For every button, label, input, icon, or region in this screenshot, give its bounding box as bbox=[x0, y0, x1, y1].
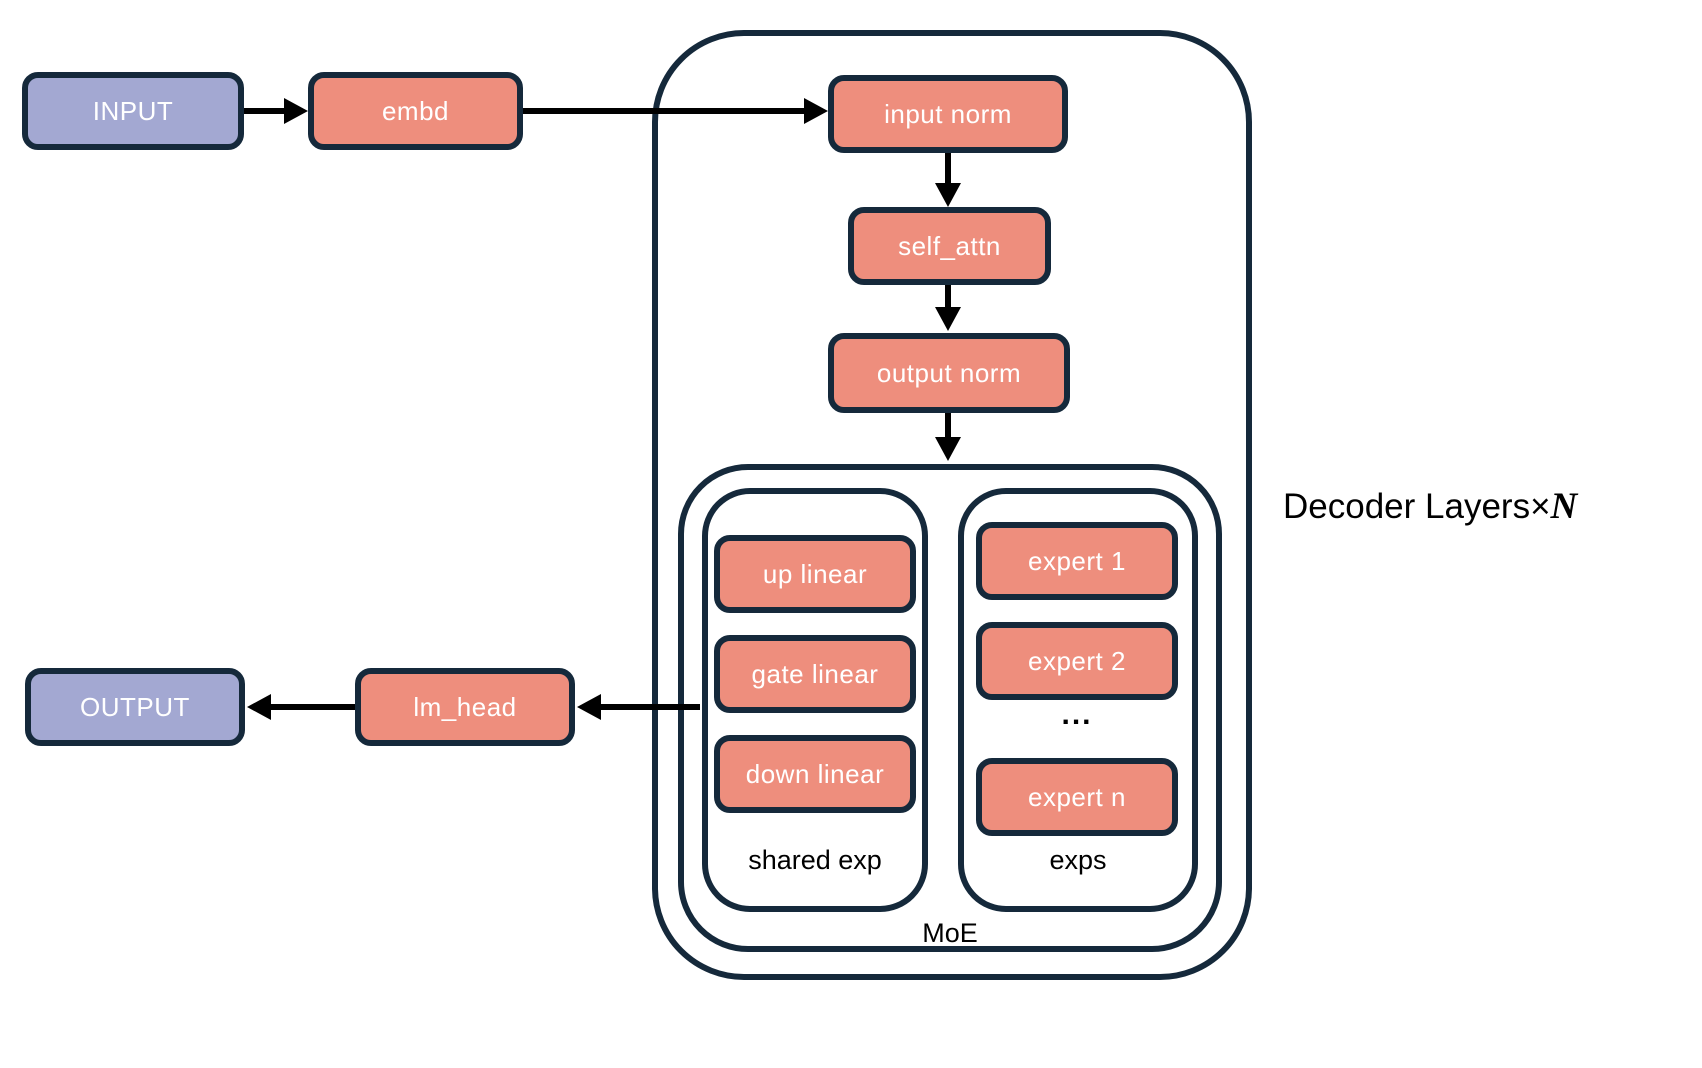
expert-2-node-label: expert 2 bbox=[1028, 645, 1126, 676]
input-norm-node: input norm bbox=[828, 75, 1068, 153]
output-norm-node: output norm bbox=[828, 333, 1070, 413]
expert-1-node: expert 1 bbox=[976, 522, 1178, 600]
n-symbol: N bbox=[1550, 486, 1578, 527]
lm-head-node: lm_head bbox=[355, 668, 575, 746]
down-linear-node: down linear bbox=[714, 735, 916, 813]
down-linear-node-label: down linear bbox=[745, 758, 885, 789]
moe-label: MoE bbox=[922, 918, 978, 948]
output-norm-node-label: output norm bbox=[876, 357, 1022, 388]
up-linear-node: up linear bbox=[714, 535, 916, 613]
input-node-label: INPUT bbox=[92, 95, 174, 126]
lm-head-node-label: lm_head bbox=[413, 691, 517, 722]
exps-container bbox=[958, 488, 1198, 912]
embd-node-label: embd bbox=[381, 95, 450, 126]
expert-n-node-label: expert n bbox=[1028, 781, 1126, 812]
gate-linear-node: gate linear bbox=[714, 635, 916, 713]
input-norm-node-label: input norm bbox=[884, 98, 1012, 129]
expert-2-node: expert 2 bbox=[976, 622, 1178, 700]
self-attn-node-label: self_attn bbox=[898, 230, 1001, 261]
decoder-layers-annotation: Decoder Layers×N bbox=[1283, 485, 1577, 528]
self-attn-node: self_attn bbox=[848, 207, 1051, 285]
exps-label: exps bbox=[1049, 845, 1107, 875]
up-linear-node-label: up linear bbox=[762, 558, 868, 589]
output-node-label: OUTPUT bbox=[80, 691, 190, 722]
expert-1-node-label: expert 1 bbox=[1028, 545, 1126, 576]
times-symbol: × bbox=[1530, 487, 1551, 526]
shared-exp-container bbox=[702, 488, 928, 912]
decoder-layers-container bbox=[652, 30, 1252, 980]
input-node: INPUT bbox=[22, 72, 244, 150]
decoder-layers-text: Decoder Layers bbox=[1283, 487, 1531, 526]
expert-n-node: expert n bbox=[976, 758, 1178, 836]
output-node: OUTPUT bbox=[25, 668, 245, 746]
embd-node: embd bbox=[308, 72, 523, 150]
shared-exp-label: shared exp bbox=[748, 845, 882, 875]
experts-ellipsis: ... bbox=[1061, 698, 1093, 731]
gate-linear-node-label: gate linear bbox=[751, 658, 879, 689]
